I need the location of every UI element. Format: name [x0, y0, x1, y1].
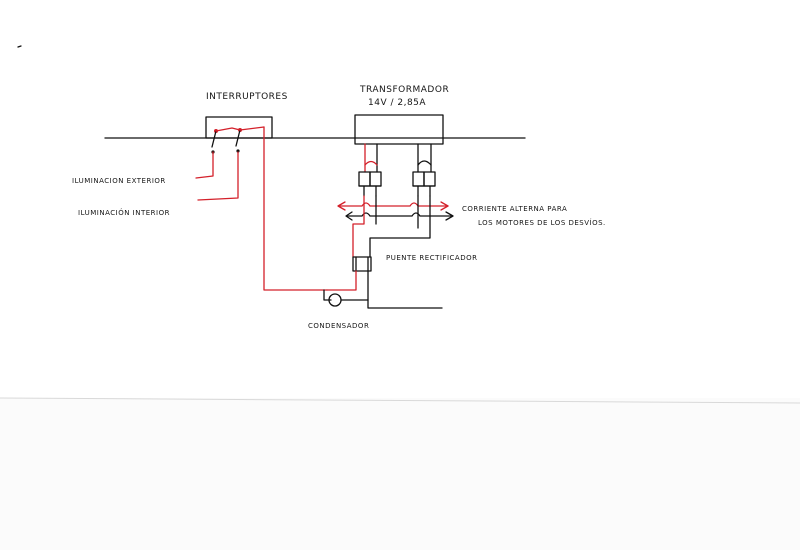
connector-right [412, 171, 436, 197]
label-interior-lighting: ILUMINACIÓN INTERIOR [78, 208, 170, 217]
label-capacitor: CONDENSADOR [308, 322, 369, 330]
switch-1 [211, 129, 218, 154]
connector-left [358, 171, 382, 197]
rectifier-positive [326, 270, 357, 291]
switch-common-wire [215, 126, 265, 132]
label-ac-line1: CORRIENTE ALTERNA PARA [462, 205, 567, 213]
label-transformer-line1: TRANSFORMADOR [359, 85, 449, 95]
label-ac-line2: LOS MOTORES DE LOS DESVÍOS. [478, 218, 606, 227]
ac-line-upper [339, 202, 449, 207]
wire-to-rectifier-left [352, 195, 365, 258]
rectifier-bridge [352, 256, 372, 272]
switch-box [205, 116, 273, 139]
wire-to-rectifier-right [369, 195, 431, 258]
paper-edge [0, 398, 800, 550]
interior-lighting-wire [197, 151, 239, 201]
label-switches: INTERRUPTORES [206, 92, 288, 102]
paper-speck [17, 45, 22, 48]
transformer-box [354, 114, 444, 145]
ac-arrow-left [337, 201, 346, 211]
ac-line-lower [346, 212, 453, 217]
rectifier-negative [367, 270, 443, 309]
ac-arrow-right [440, 201, 449, 211]
label-transformer-line2: 14V / 2,85A [368, 98, 426, 108]
switch-2 [235, 128, 242, 153]
return-wire [263, 126, 328, 291]
label-exterior-lighting: ILUMINACION EXTERIOR [72, 177, 166, 185]
label-rectifier: PUENTE RECTIFICADOR [386, 254, 477, 262]
paper-edge-line [0, 397, 800, 404]
exterior-lighting-wire [195, 151, 214, 179]
